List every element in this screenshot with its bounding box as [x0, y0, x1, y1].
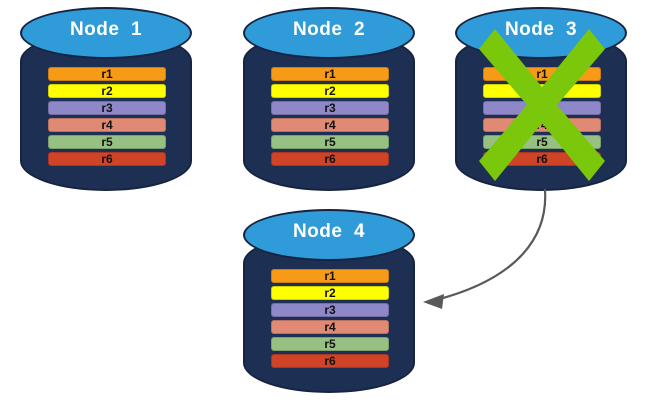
node-4-row-r1[interactable]: r1 — [271, 269, 389, 283]
node-2-row-r4[interactable]: r4 — [271, 118, 389, 132]
node-3-row-r2[interactable]: r2 — [483, 84, 601, 98]
node-3[interactable]: Node 3 r1 r2 r3 r4 r5 r6 — [455, 5, 627, 191]
node-4-title: Node 4 — [292, 221, 366, 242]
node-1-row-r2[interactable]: r2 — [48, 84, 166, 98]
node-1-row-r6[interactable]: r6 — [48, 152, 166, 166]
node-3-row-r3[interactable]: r3 — [483, 101, 601, 115]
node-1-cylinder-top — [20, 7, 192, 59]
node-3-title: Node 3 — [504, 19, 578, 40]
node-1-row-r4[interactable]: r4 — [48, 118, 166, 132]
node-3-row-r6[interactable]: r6 — [483, 152, 601, 166]
node-2-row-r3[interactable]: r3 — [271, 101, 389, 115]
node-3-row-r5[interactable]: r5 — [483, 135, 601, 149]
node-3-rows: r1 r2 r3 r4 r5 r6 — [483, 67, 601, 166]
node-4-row-r4[interactable]: r4 — [271, 320, 389, 334]
node-3-row-r4[interactable]: r4 — [483, 118, 601, 132]
node-2-row-r2[interactable]: r2 — [271, 84, 389, 98]
node-1-row-r1[interactable]: r1 — [48, 67, 166, 81]
node-2-row-r1[interactable]: r1 — [271, 67, 389, 81]
node-3-row-r1[interactable]: r1 — [483, 67, 601, 81]
node-1[interactable]: Node 1 r1 r2 r3 r4 r5 r6 — [20, 5, 192, 191]
node-4-row-r6[interactable]: r6 — [271, 354, 389, 368]
node-4-row-r2[interactable]: r2 — [271, 286, 389, 300]
node-4-row-r3[interactable]: r3 — [271, 303, 389, 317]
node-1-title: Node 1 — [69, 19, 143, 40]
node-4-cylinder-top — [243, 209, 415, 261]
node-2-title: Node 2 — [292, 19, 366, 40]
node-4[interactable]: Node 4 r1 r2 r3 r4 r5 r6 — [243, 207, 415, 393]
node-2-row-r5[interactable]: r5 — [271, 135, 389, 149]
node-4-rows: r1 r2 r3 r4 r5 r6 — [271, 269, 389, 368]
node-2[interactable]: Node 2 r1 r2 r3 r4 r5 r6 — [243, 5, 415, 191]
node-4-row-r5[interactable]: r5 — [271, 337, 389, 351]
node-1-rows: r1 r2 r3 r4 r5 r6 — [48, 67, 166, 166]
node-2-row-r6[interactable]: r6 — [271, 152, 389, 166]
node-2-rows: r1 r2 r3 r4 r5 r6 — [271, 67, 389, 166]
node-1-row-r5[interactable]: r5 — [48, 135, 166, 149]
node-1-row-r3[interactable]: r3 — [48, 101, 166, 115]
node-2-cylinder-top — [243, 7, 415, 59]
